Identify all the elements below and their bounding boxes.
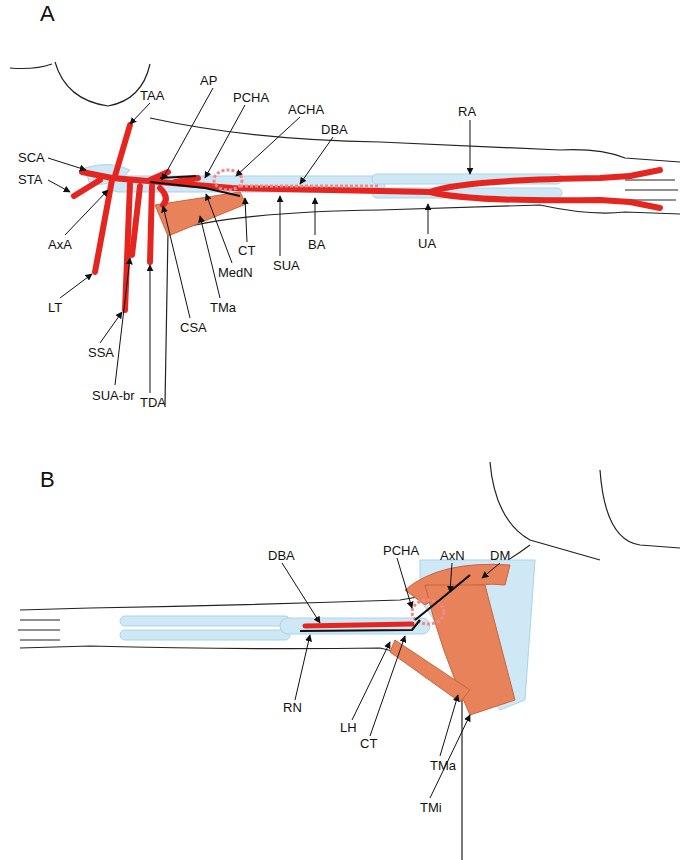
structure-label: TDA bbox=[140, 395, 166, 410]
nerves-b bbox=[300, 575, 470, 631]
structure-label: TMa bbox=[210, 300, 236, 315]
structure-label: PCHA bbox=[233, 90, 269, 105]
leader-lines-b bbox=[282, 558, 500, 798]
structure-label: CT bbox=[238, 243, 255, 258]
structure-label: TMi bbox=[420, 800, 442, 815]
structure-label: UA bbox=[418, 236, 436, 251]
structure-label: SUA-br bbox=[92, 388, 135, 403]
structure-label: LT bbox=[48, 300, 62, 315]
structure-label: LH bbox=[340, 720, 357, 735]
structure-label: MedN bbox=[218, 265, 253, 280]
structure-label: RA bbox=[458, 104, 476, 119]
arteries-b bbox=[305, 624, 412, 626]
panel-letter: A bbox=[40, 2, 55, 26]
structure-label: DBA bbox=[268, 548, 295, 563]
structure-label: DBA bbox=[321, 122, 348, 137]
dashed-arteries-b bbox=[412, 600, 444, 624]
structure-label: AxA bbox=[48, 237, 72, 252]
leader-lines bbox=[48, 88, 470, 393]
structure-label: SUA bbox=[273, 258, 300, 273]
body-outline bbox=[10, 62, 680, 405]
arteries bbox=[74, 125, 660, 310]
muscles-b bbox=[390, 564, 515, 715]
structure-label: BA bbox=[308, 237, 325, 252]
structure-label: AP bbox=[200, 73, 217, 88]
body-outline-b bbox=[18, 462, 680, 860]
structure-label: DM bbox=[490, 548, 510, 563]
structure-label: SCA bbox=[18, 150, 45, 165]
structure-label: STA bbox=[18, 172, 42, 187]
structure-label: PCHA bbox=[383, 543, 419, 558]
structure-label: TAA bbox=[140, 88, 164, 103]
nerves bbox=[150, 176, 240, 196]
structure-label: TMa bbox=[430, 758, 456, 773]
panel-letter: B bbox=[40, 468, 55, 492]
structure-label: SSA bbox=[88, 345, 114, 360]
structure-label: RN bbox=[283, 700, 302, 715]
structure-label: CSA bbox=[180, 320, 207, 335]
structure-label: AxN bbox=[440, 548, 465, 563]
structure-label: CT bbox=[360, 736, 377, 751]
structure-label: ACHA bbox=[288, 102, 324, 117]
